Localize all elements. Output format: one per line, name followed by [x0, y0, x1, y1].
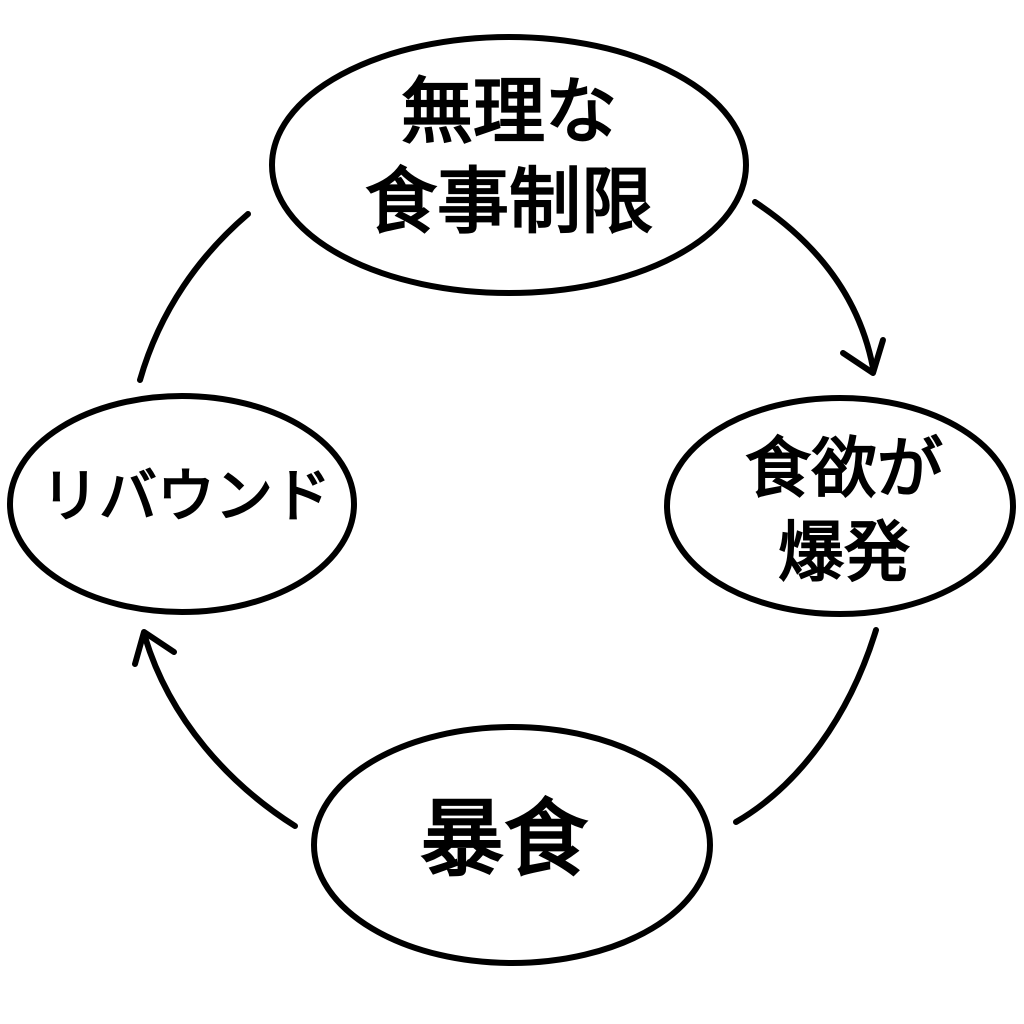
- node-restriction-line2: 食事制限: [365, 160, 653, 244]
- node-appetite-line1: 食欲が: [745, 430, 943, 507]
- node-binge: 暴食: [311, 724, 713, 966]
- edge-rebound-to-restriction: [137, 211, 251, 383]
- node-restriction-ellipse: [269, 34, 749, 296]
- node-restriction-line1: 無理な: [401, 70, 617, 154]
- node-appetite: 食欲が 爆発: [664, 395, 1016, 617]
- node-appetite-ellipse: [664, 395, 1016, 617]
- node-rebound-ellipse: [7, 393, 357, 615]
- node-restriction: 無理な 食事制限: [269, 34, 749, 296]
- node-binge-line1: 暴食: [420, 790, 589, 888]
- edge-binge-to-rebound: [142, 634, 298, 829]
- arrowhead-appetite: [840, 337, 886, 376]
- node-rebound: リバウンド: [7, 393, 357, 615]
- node-appetite-line2: 爆発: [778, 514, 911, 591]
- node-rebound-line1: リバウンド: [41, 462, 331, 530]
- edge-restriction-to-appetite: [752, 199, 876, 371]
- arrowhead-rebound: [132, 629, 177, 667]
- edge-appetite-to-binge: [733, 627, 879, 825]
- node-binge-ellipse: [311, 724, 713, 966]
